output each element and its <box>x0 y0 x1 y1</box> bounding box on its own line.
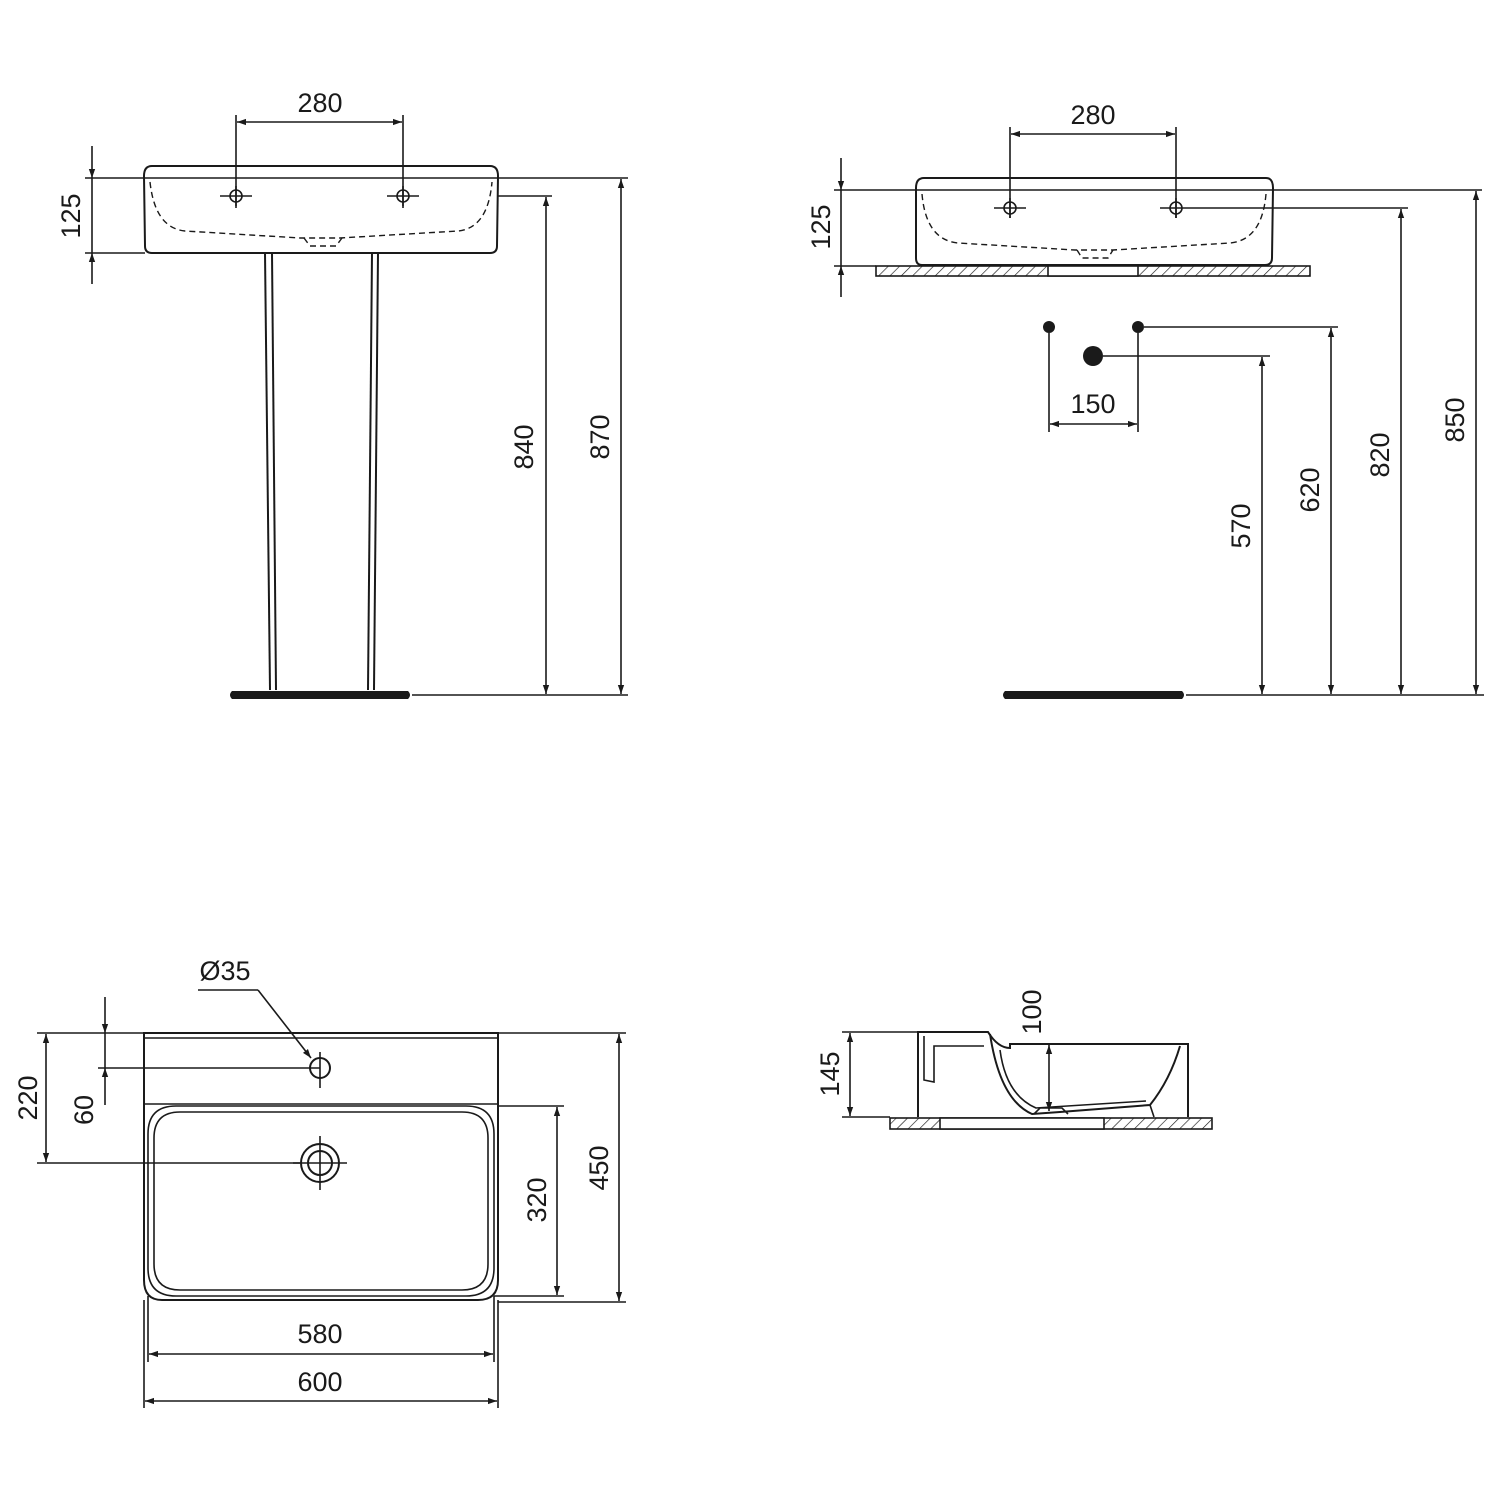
bowl-hidden-line <box>921 193 1267 251</box>
dim-waste-offset: 220 <box>13 1075 43 1120</box>
basin-outline <box>915 177 1275 266</box>
bowl-section-curve <box>989 1033 1181 1116</box>
waste-point <box>1083 346 1103 366</box>
bowl-plan-outline <box>147 1105 495 1297</box>
supply-point-left <box>1043 321 1055 333</box>
bowl-hidden-line <box>149 181 493 239</box>
dim-bowl-depth: 100 <box>1017 989 1047 1034</box>
basin-plan-outline <box>143 1032 499 1301</box>
tap-hole <box>309 1052 331 1088</box>
dim-bowl-width: 580 <box>297 1319 342 1349</box>
dim-bowl-depth: 320 <box>522 1177 552 1222</box>
side-section-view: 145 100 <box>815 989 1213 1130</box>
dim-tap-hole-diameter: Ø35 <box>199 956 250 986</box>
pedestal-right-edge <box>367 252 373 691</box>
pedestal-front-view: 280 125 840 870 <box>56 88 628 699</box>
waste-hidden-line <box>303 237 343 247</box>
dim-rim-height-820: 820 <box>1365 432 1395 477</box>
waste-hidden-line <box>1076 249 1114 259</box>
floor-plate <box>1003 691 1184 699</box>
dim-tap-spacing: 280 <box>297 88 342 118</box>
dim-rim-height-840: 840 <box>509 424 539 469</box>
dim-basin-height: 125 <box>56 193 86 238</box>
plan-view: Ø35 60 220 320 450 580 600 <box>13 956 626 1408</box>
dim-supply-spacing: 150 <box>1070 389 1115 419</box>
dim-tap-hole-offset: 60 <box>69 1095 99 1125</box>
dim-overall-width: 600 <box>297 1367 342 1397</box>
supply-point-right <box>1132 321 1144 333</box>
waste-outlet <box>293 1136 347 1190</box>
dim-basin-height: 125 <box>806 204 836 249</box>
floor-plate <box>230 691 410 699</box>
basin-section-outline <box>917 1031 1189 1117</box>
dim-waste-height: 570 <box>1226 503 1256 548</box>
wall-hung-front-view: 280 125 150 570 620 820 850 <box>806 100 1484 699</box>
dim-overall-depth: 450 <box>584 1145 614 1190</box>
leader-tap-hole <box>257 989 312 1059</box>
dim-rim-height-870: 870 <box>585 414 615 459</box>
dim-supply-height: 620 <box>1295 467 1325 512</box>
basin-outline <box>142 165 500 254</box>
dim-tap-spacing: 280 <box>1070 100 1115 130</box>
dim-overall-height: 145 <box>815 1051 845 1096</box>
dim-rim-height-850: 850 <box>1440 397 1470 442</box>
pedestal-left-edge <box>264 252 271 691</box>
